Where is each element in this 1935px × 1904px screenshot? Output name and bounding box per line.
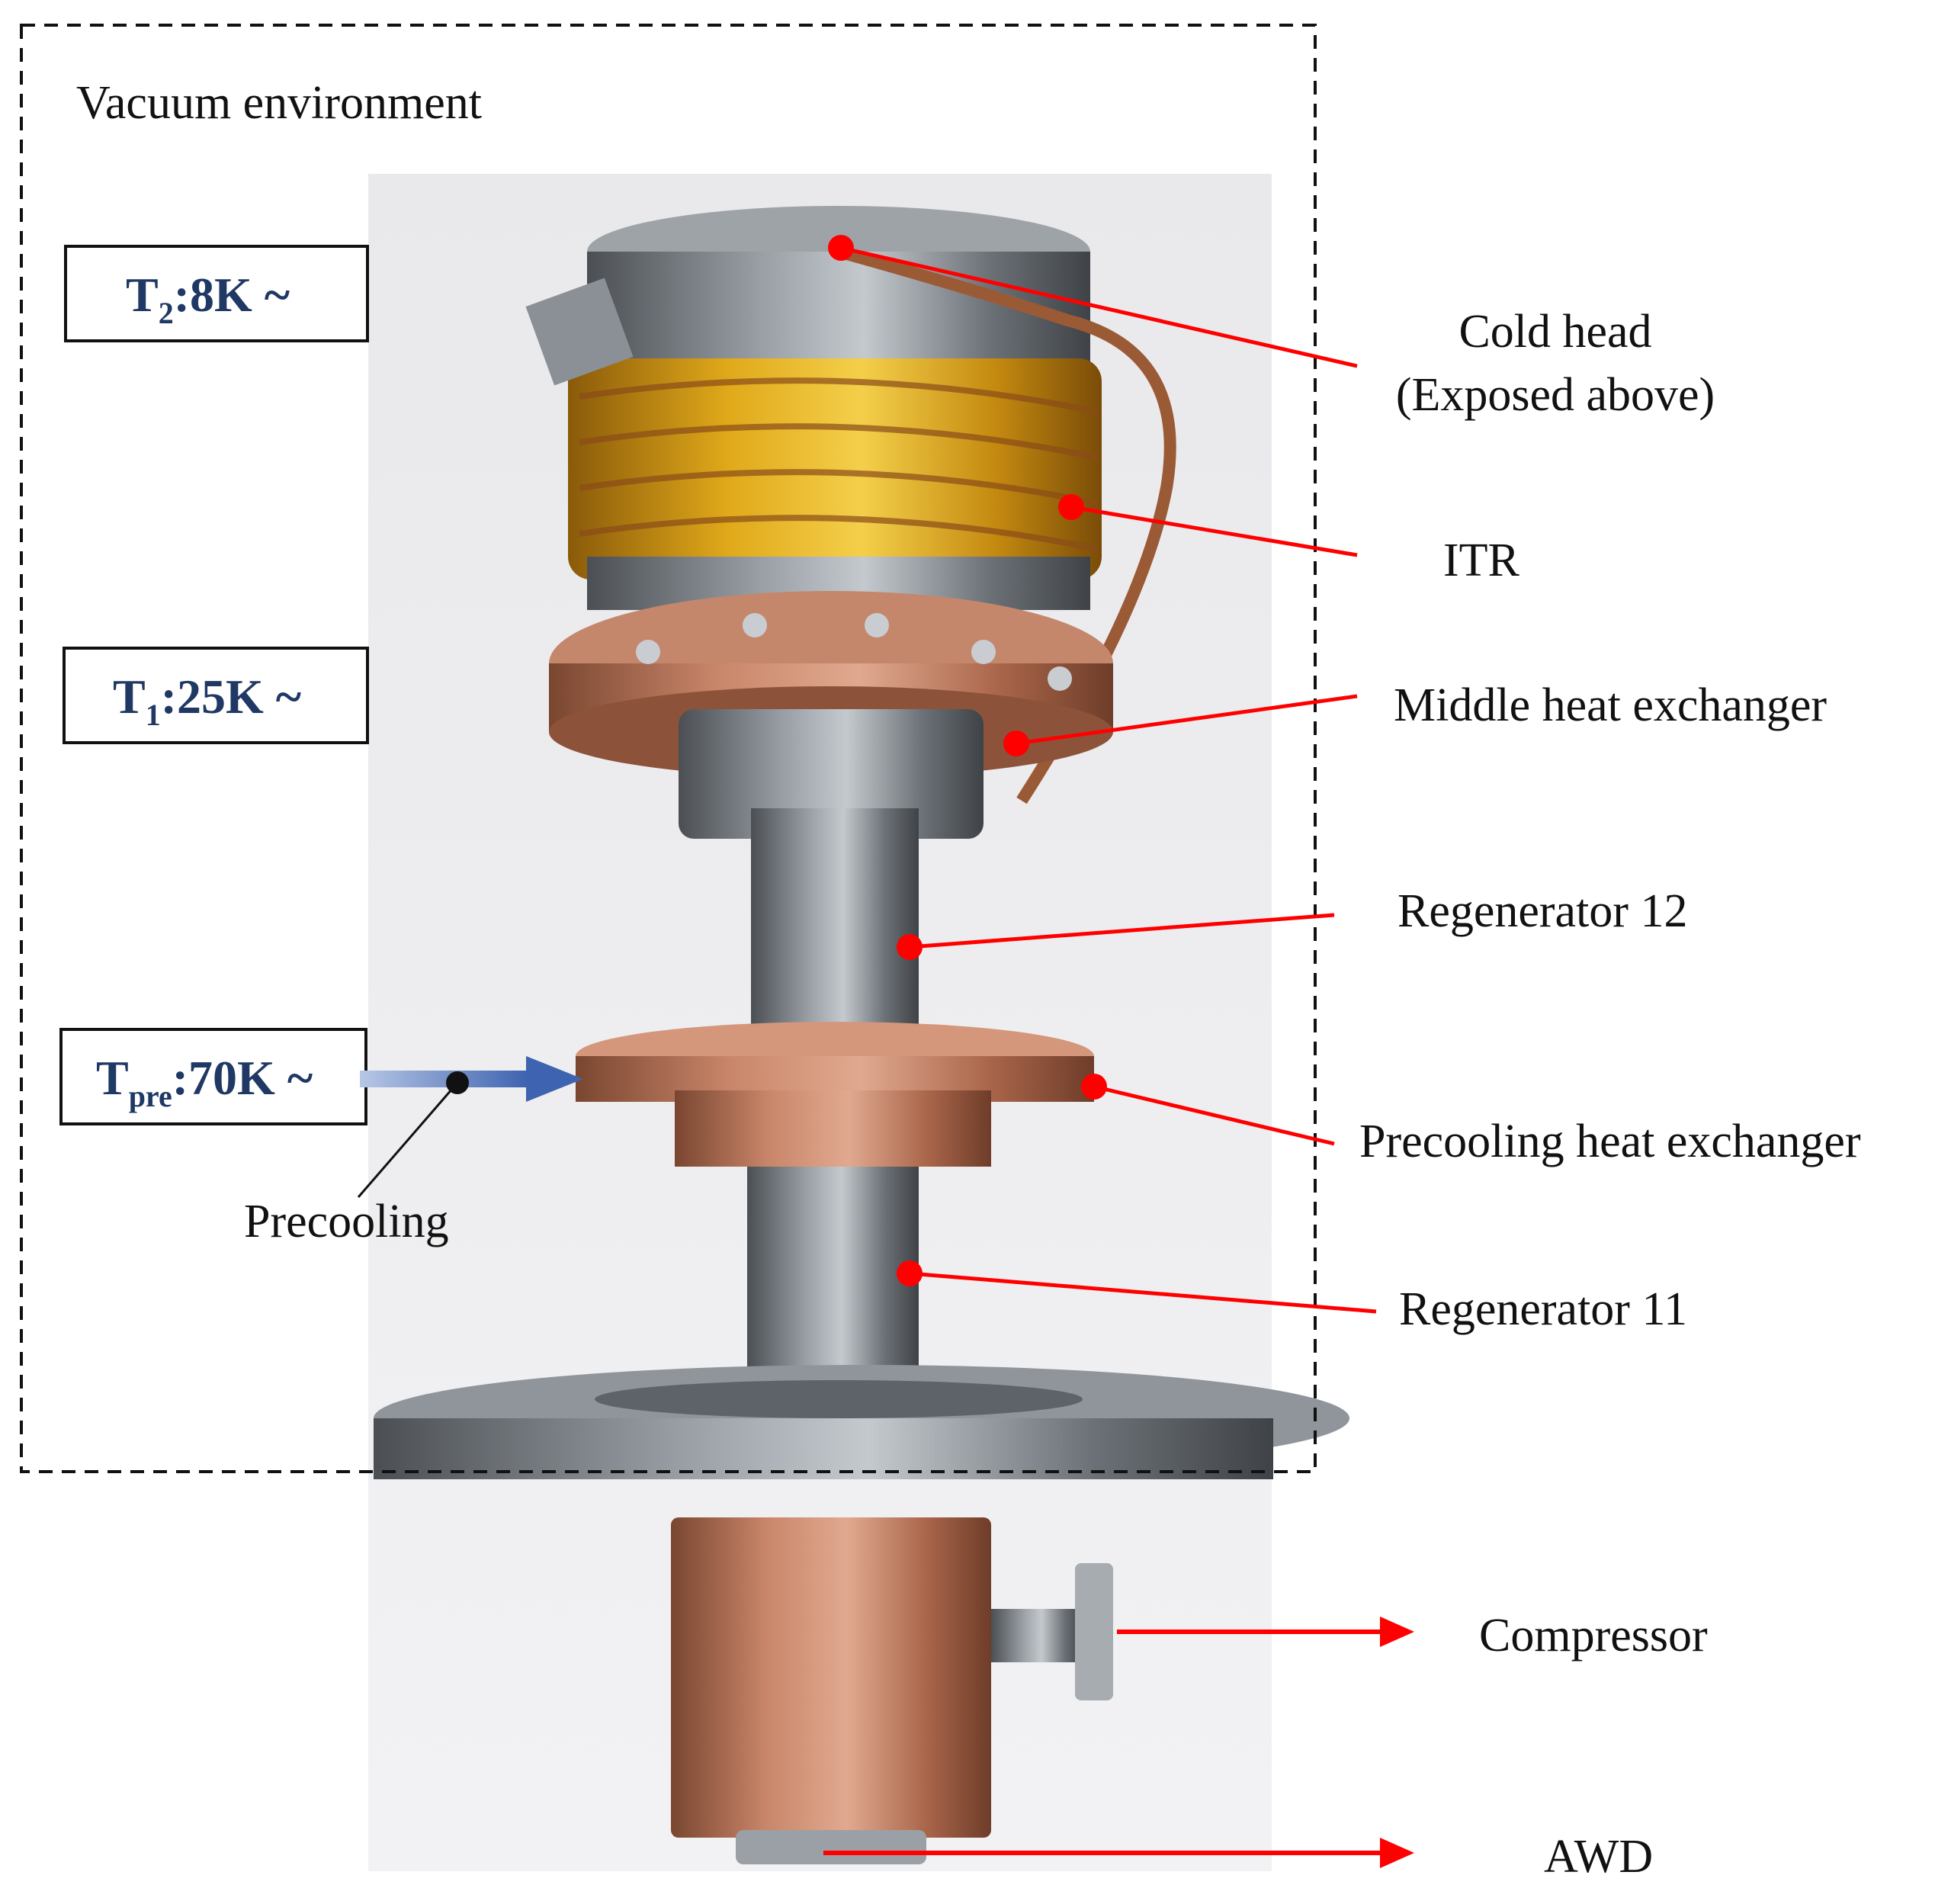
temp-box-t2: T2:8K ~: [64, 245, 369, 342]
vacuum-label: Vacuum environment: [76, 77, 482, 129]
dot-itr: [1058, 494, 1084, 520]
leader-cold-head: [840, 246, 1358, 368]
temp-box-t1: T1:25K ~: [63, 647, 369, 744]
dot-precooling-hx: [1081, 1074, 1107, 1100]
svg-text:T1:25K ~: T1:25K ~: [113, 669, 301, 732]
label-compressor: Compressor: [1479, 1610, 1708, 1662]
temp-box-tpre: Tpre:70K ~: [59, 1028, 367, 1125]
dot-cold-head: [828, 235, 854, 261]
dot-middle-hx: [1003, 730, 1029, 756]
device-photo: [368, 174, 1349, 1871]
precooling-arrow: [360, 1056, 583, 1102]
leader-regen12: [909, 913, 1335, 949]
label-cold-head: Cold head: [1458, 306, 1651, 358]
label-precooling-hx: Precooling heat exchanger: [1359, 1116, 1861, 1167]
label-middle-hx: Middle heat exchanger: [1394, 679, 1827, 731]
precooling-leader: [357, 1082, 459, 1198]
tpre-symbol: T: [96, 1051, 129, 1105]
tpre-subscript: pre: [129, 1079, 172, 1113]
t1-value: :25K ~: [161, 669, 301, 724]
t1-symbol: T: [113, 669, 146, 724]
tpre-value: :70K ~: [172, 1051, 313, 1105]
t2-symbol: T: [126, 268, 159, 322]
svg-text:Tpre:70K ~: Tpre:70K ~: [96, 1051, 313, 1113]
dot-regen12: [897, 934, 923, 960]
svg-text:T2:8K ~: T2:8K ~: [126, 268, 290, 330]
leader-itr: [1070, 505, 1358, 557]
t2-subscript: 2: [159, 296, 174, 330]
leader-middle-hx: [1016, 694, 1358, 746]
leader-lines: [840, 246, 1377, 1314]
t1-subscript: 1: [146, 698, 161, 732]
label-itr: ITR: [1443, 535, 1520, 586]
leader-dots: [828, 235, 1107, 1286]
t2-value: :8K ~: [174, 268, 290, 322]
label-regen11: Regenerator 11: [1399, 1283, 1687, 1335]
label-awd: AWD: [1544, 1831, 1653, 1883]
vacuum-boundary: [20, 24, 1317, 1473]
dot-regen11: [897, 1260, 923, 1286]
label-regen12: Regenerator 12: [1398, 885, 1687, 937]
precooling-dot: [446, 1071, 469, 1094]
label-cold-head-sub: (Exposed above): [1396, 369, 1715, 421]
leader-precooling-hx: [1093, 1084, 1335, 1146]
awd-arrow: [823, 1838, 1414, 1868]
leader-regen11: [909, 1271, 1377, 1314]
compressor-arrow: [1117, 1617, 1414, 1647]
precooling-label: Precooling: [244, 1196, 449, 1247]
